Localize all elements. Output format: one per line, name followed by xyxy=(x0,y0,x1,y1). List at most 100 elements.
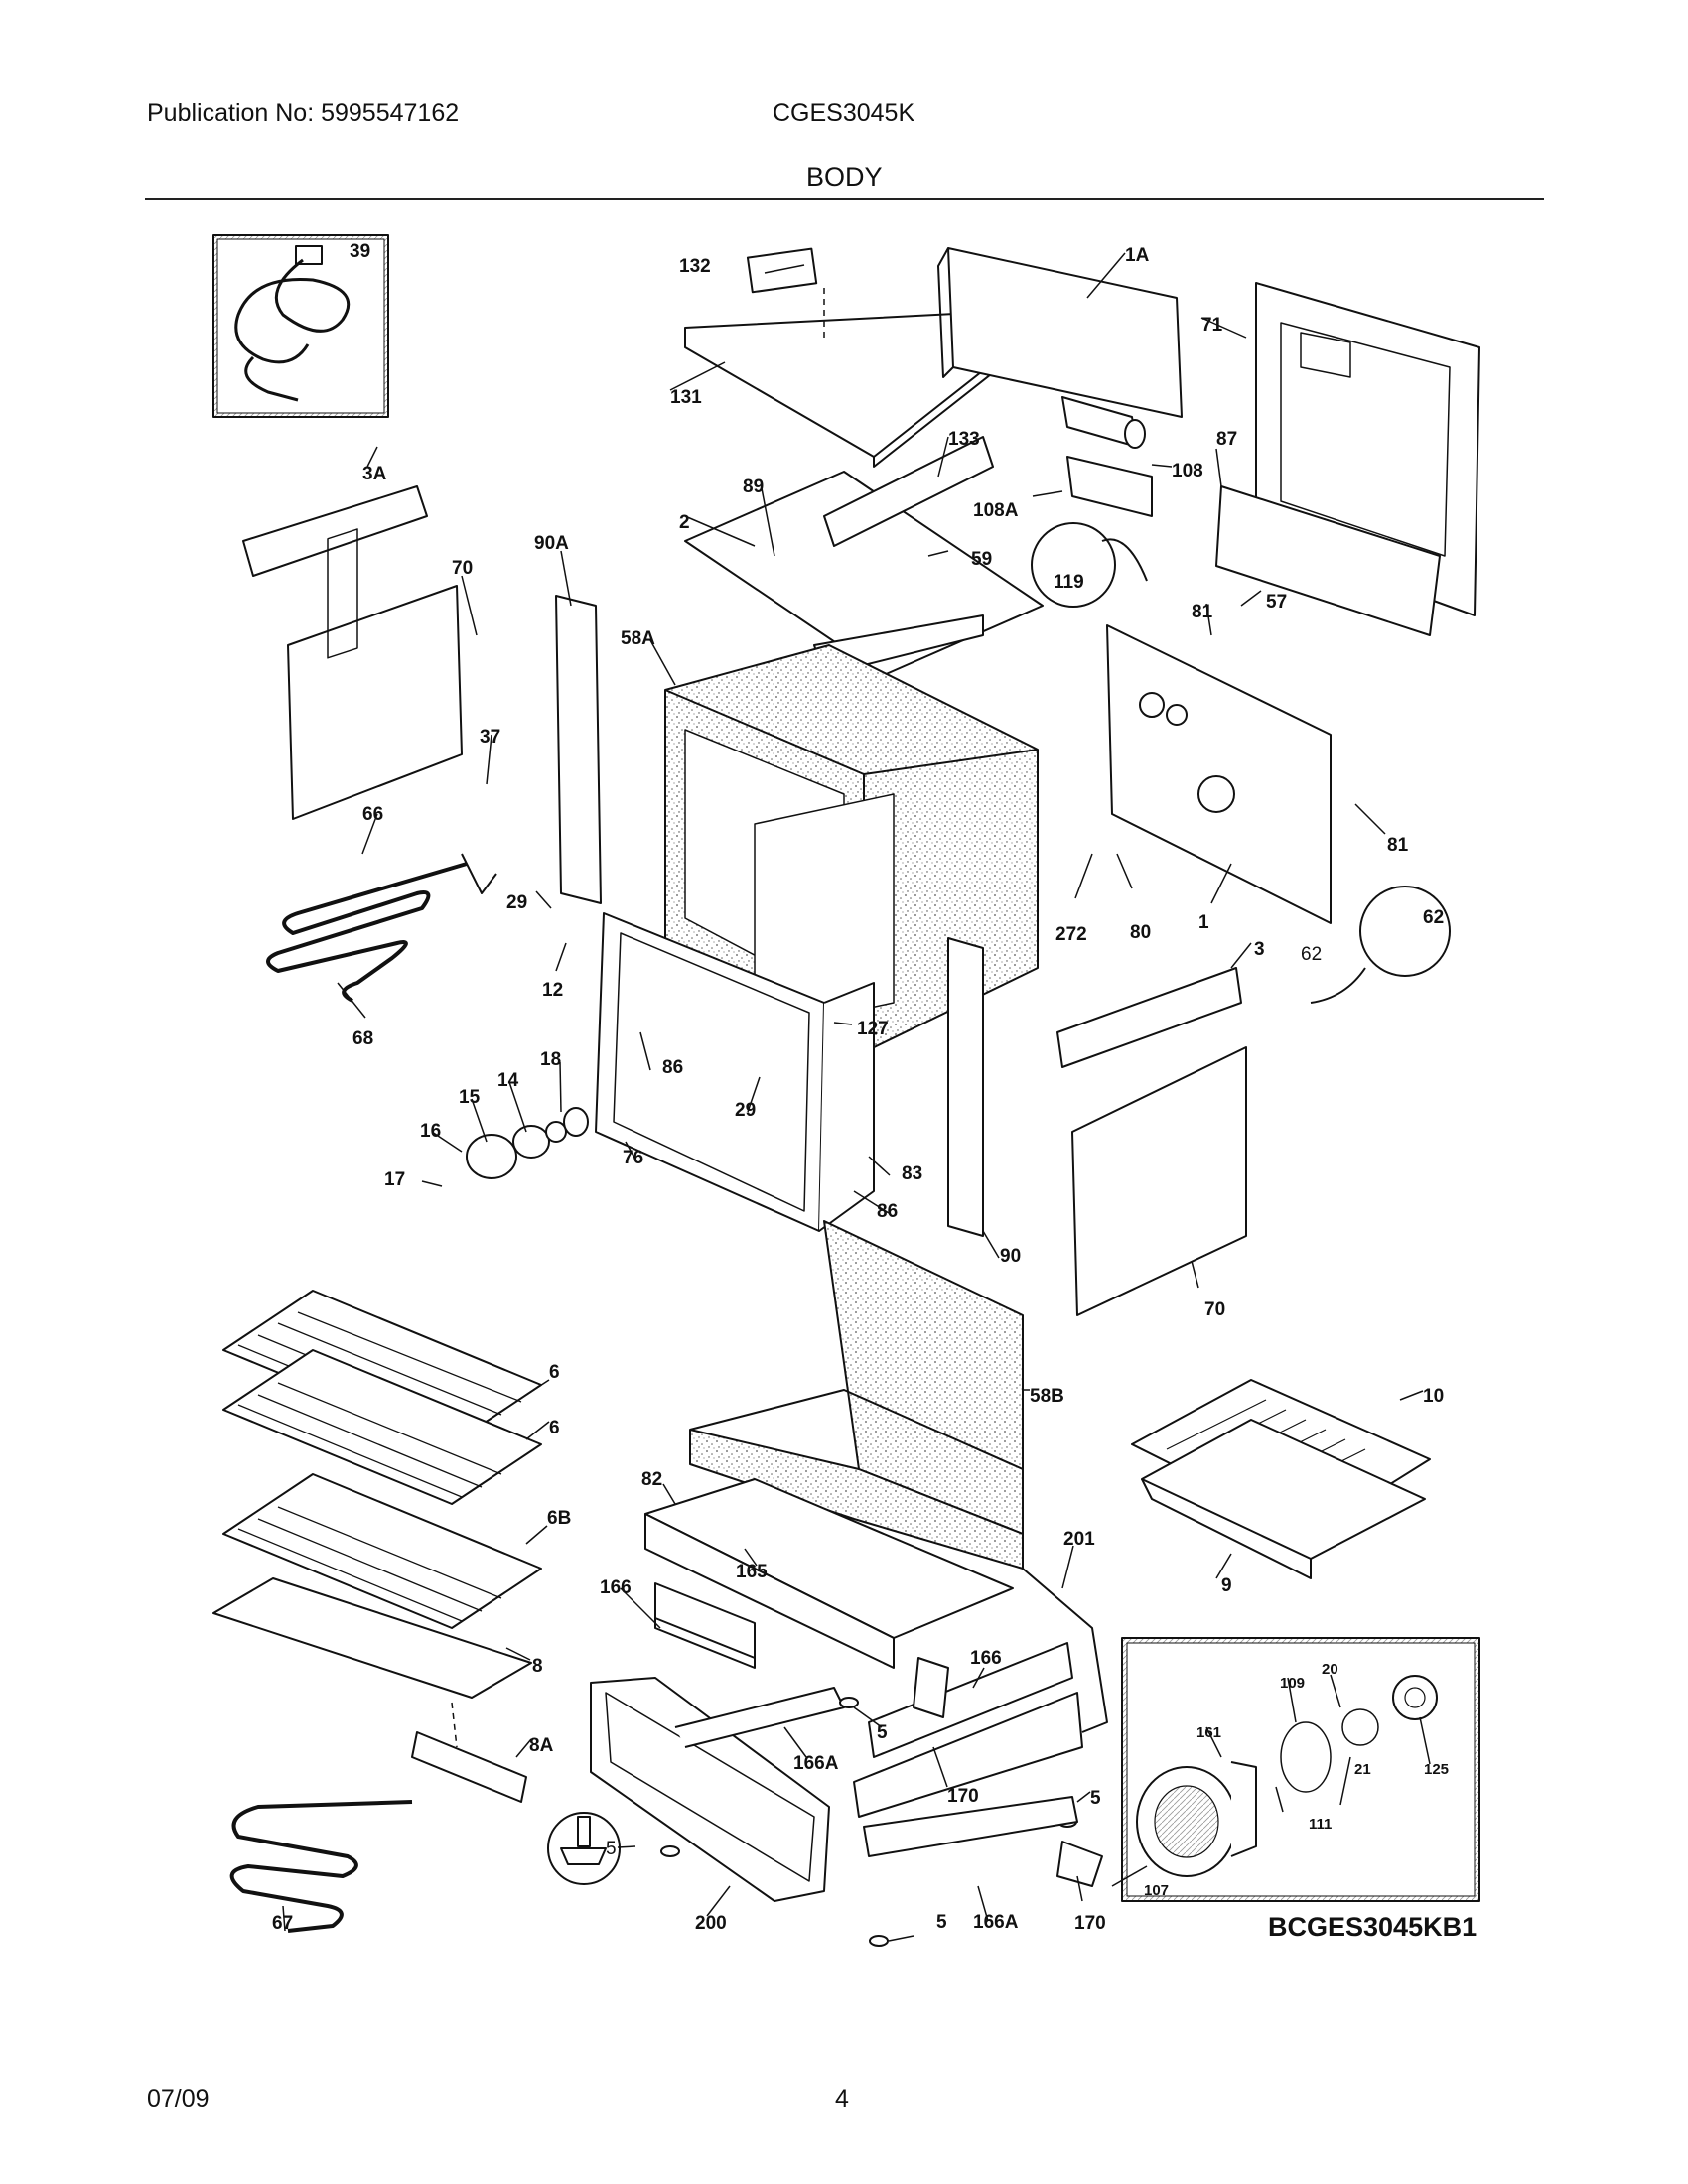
publication-number: Publication No: 5995547162 xyxy=(147,99,460,127)
broiler-pan xyxy=(1141,1419,1426,1579)
oven-lamp-assembly xyxy=(466,1107,589,1179)
part-label-3: 3 xyxy=(1254,939,1265,960)
part-label-8A: 8A xyxy=(529,1735,554,1756)
part-label-161: 161 xyxy=(1196,1724,1221,1741)
part-label-131: 131 xyxy=(670,387,702,408)
drawer-bracket xyxy=(913,1657,1103,1887)
terminal-block xyxy=(1061,396,1153,517)
part-label-1: 1 xyxy=(1198,912,1209,933)
part-label-80: 80 xyxy=(1130,922,1151,943)
part-label-5-detail: 5 xyxy=(606,1839,617,1859)
part-label-58B: 58B xyxy=(1030,1386,1064,1407)
side-panel-left xyxy=(242,485,463,820)
part-label-70-left: 70 xyxy=(452,558,473,579)
part-label-39: 39 xyxy=(350,241,370,262)
part-label-18: 18 xyxy=(540,1049,561,1070)
oven-cavity-insulated xyxy=(664,644,1039,1053)
part-label-201: 201 xyxy=(1063,1529,1095,1550)
part-label-9: 9 xyxy=(1221,1575,1232,1596)
part-label-107: 107 xyxy=(1144,1882,1169,1899)
part-label-111: 111 xyxy=(1309,1816,1332,1833)
lower-rear-bracket xyxy=(863,1796,1078,1857)
rear-bracket xyxy=(937,247,1183,418)
publication-date: 07/09 xyxy=(147,2085,210,2113)
part-label-86-upper: 86 xyxy=(662,1057,683,1078)
part-label-20: 20 xyxy=(1322,1661,1338,1678)
part-label-62-detail: 62 xyxy=(1423,907,1444,928)
part-label-166A-lower: 166A xyxy=(973,1912,1019,1933)
part-label-82: 82 xyxy=(641,1469,662,1490)
part-labels: 39 132 1A 71 131 133 108 87 108A 3A 89 2… xyxy=(272,241,1477,1942)
side-insulation-strip-left xyxy=(555,595,602,904)
part-label-68: 68 xyxy=(352,1028,373,1049)
part-label-87: 87 xyxy=(1216,429,1237,450)
part-label-272: 272 xyxy=(1055,924,1087,945)
part-label-29-upper: 29 xyxy=(506,892,527,913)
part-label-5-b: 5 xyxy=(1090,1788,1101,1809)
part-label-71: 71 xyxy=(1201,315,1223,336)
lower-insulation xyxy=(689,1220,1024,1570)
part-label-83: 83 xyxy=(902,1163,922,1184)
bake-element xyxy=(229,1800,413,1933)
top-cover xyxy=(684,247,1039,468)
page-number: 4 xyxy=(835,2085,849,2113)
part-label-86-lower: 86 xyxy=(877,1201,898,1222)
part-label-81-upper: 81 xyxy=(1192,602,1213,622)
part-label-58A: 58A xyxy=(621,628,655,649)
part-label-5-c: 5 xyxy=(936,1912,947,1933)
header-divider xyxy=(145,198,1544,200)
part-label-62: 62 xyxy=(1301,944,1322,965)
part-label-165: 165 xyxy=(736,1562,768,1582)
drawer-slide-left xyxy=(654,1582,756,1659)
part-label-59: 59 xyxy=(971,549,992,570)
leveling-leg-detail xyxy=(547,1812,621,1885)
power-cord-inset xyxy=(212,234,389,418)
part-label-108: 108 xyxy=(1172,461,1203,481)
bake-element-cover xyxy=(212,1577,532,1748)
broil-element xyxy=(266,853,497,1003)
part-label-12: 12 xyxy=(542,980,563,1001)
part-label-76: 76 xyxy=(623,1148,643,1168)
part-label-10: 10 xyxy=(1423,1386,1444,1407)
part-label-37: 37 xyxy=(480,727,500,748)
part-label-15: 15 xyxy=(459,1087,481,1108)
callout-leaders xyxy=(282,252,1431,1942)
part-label-170-lower: 170 xyxy=(1074,1913,1106,1934)
part-label-16: 16 xyxy=(420,1121,441,1142)
part-label-1A: 1A xyxy=(1125,245,1150,266)
part-label-166-left: 166 xyxy=(600,1577,632,1598)
bake-element-bracket xyxy=(411,1731,527,1803)
part-label-109: 109 xyxy=(1280,1675,1305,1692)
diagram-id: BCGES3045KB1 xyxy=(1268,1912,1477,1942)
part-label-14: 14 xyxy=(497,1070,519,1091)
part-label-57: 57 xyxy=(1266,592,1287,613)
part-label-170-upper: 170 xyxy=(947,1786,979,1807)
part-label-90A: 90A xyxy=(534,533,569,554)
section-title: BODY xyxy=(806,162,883,192)
part-label-6-upper: 6 xyxy=(549,1362,560,1383)
drawer-slide-right xyxy=(853,1642,1083,1818)
oven-rack-middle xyxy=(222,1349,542,1505)
oven-front-frame xyxy=(595,912,875,1232)
oven-rack-lower xyxy=(222,1473,542,1629)
drawer-front xyxy=(590,1677,845,1902)
part-label-108A: 108A xyxy=(973,500,1019,521)
rear-control-panel xyxy=(1106,624,1332,924)
part-label-127: 127 xyxy=(857,1019,889,1039)
part-label-8: 8 xyxy=(532,1656,543,1677)
part-label-200: 200 xyxy=(695,1913,727,1934)
part-label-67: 67 xyxy=(272,1913,293,1934)
part-label-166A-upper: 166A xyxy=(793,1753,839,1774)
part-label-66: 66 xyxy=(362,804,383,825)
part-label-166-right: 166 xyxy=(970,1648,1002,1669)
side-panel-right xyxy=(1056,967,1247,1316)
back-panel xyxy=(1215,282,1480,636)
part-label-6B: 6B xyxy=(547,1508,571,1529)
part-label-81-lower: 81 xyxy=(1387,835,1409,856)
part-label-89: 89 xyxy=(743,477,764,497)
detail-callout-terminal xyxy=(1310,886,1451,1004)
model-number: CGES3045K xyxy=(773,99,915,127)
part-label-119: 119 xyxy=(1054,572,1084,593)
detail-callout-thermostat xyxy=(1031,522,1148,608)
part-label-21: 21 xyxy=(1354,1761,1371,1778)
